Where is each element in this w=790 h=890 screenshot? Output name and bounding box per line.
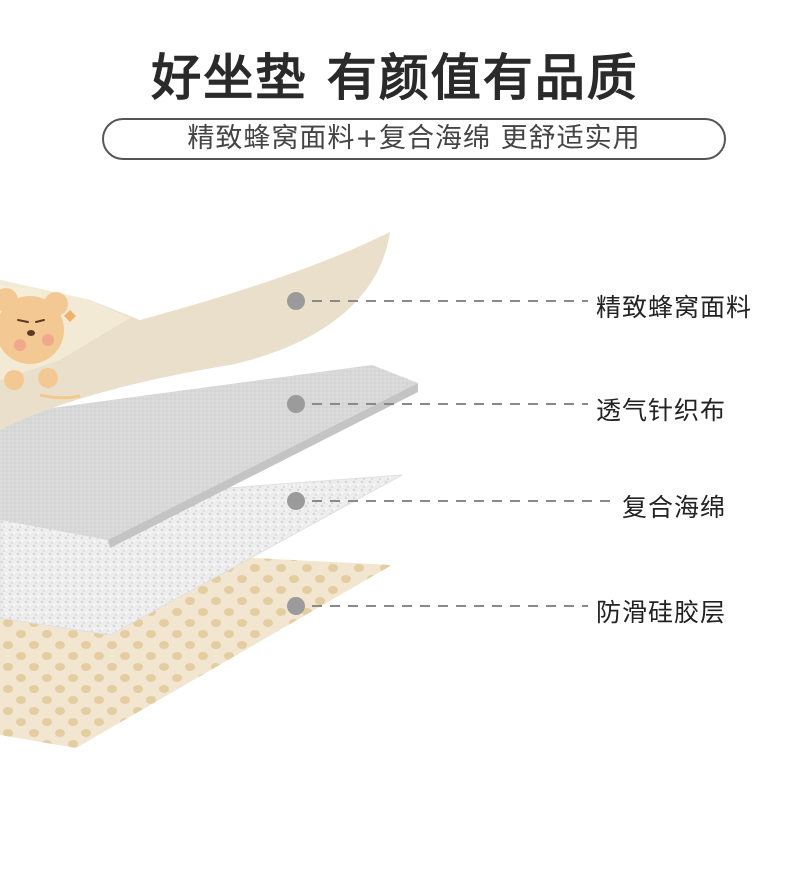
layer-diagram [0,232,612,748]
page-title: 好坐垫 有颜值有品质 [151,49,639,107]
subtitle-banner: 精致蜂窝面料+复合海绵 更舒适实用 [102,118,726,160]
fabric-layer [0,232,390,430]
layer-label-knit: 透气针织布 [596,396,727,425]
layer-label-sponge: 复合海绵 [622,493,727,522]
leader-lines [287,292,612,615]
knit-layer [0,365,418,540]
bear-illustration [0,288,81,400]
layer-label-silicone: 防滑硅胶层 [596,598,727,627]
layer-label-fabric: 精致蜂窝面料 [596,293,753,322]
